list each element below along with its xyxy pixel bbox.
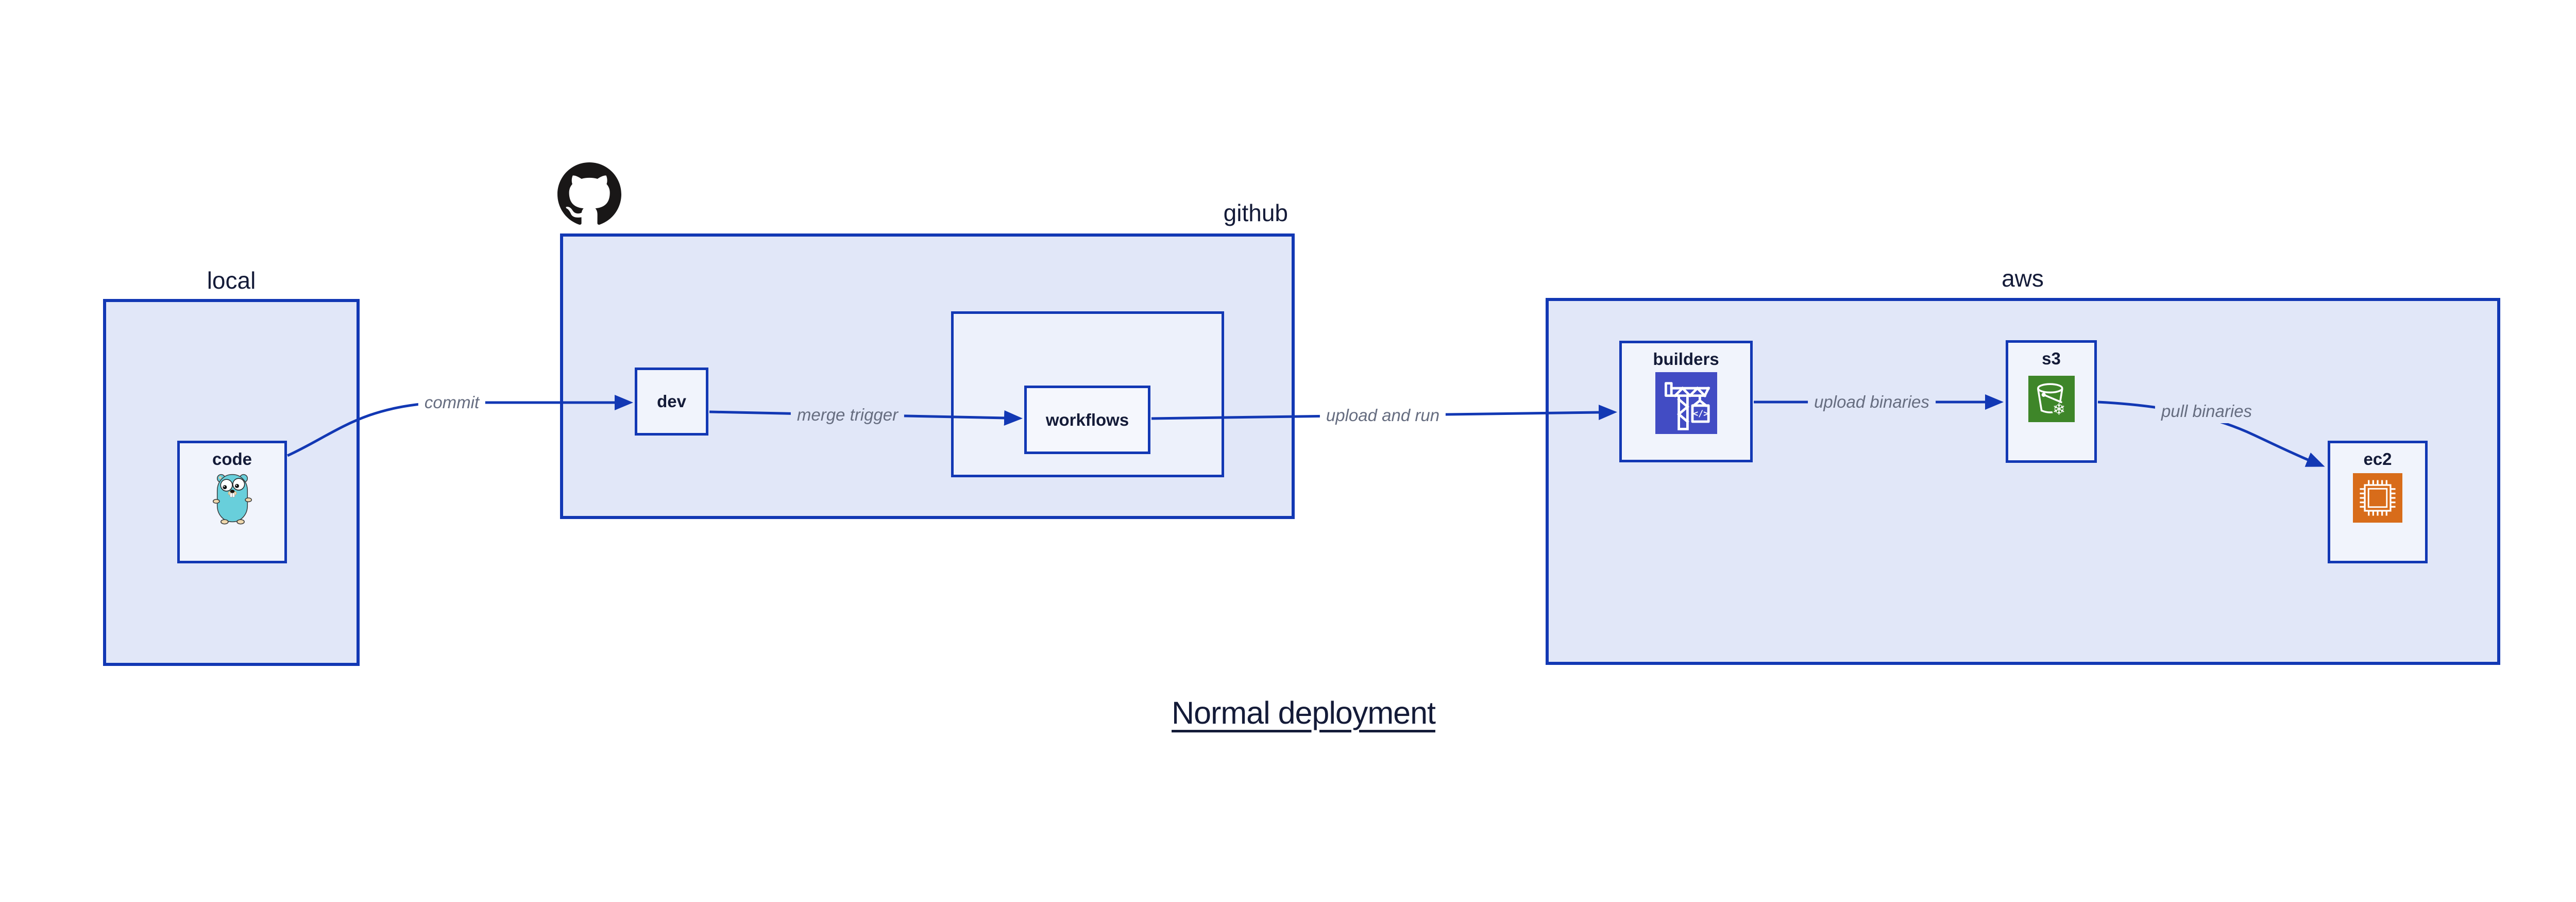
edge-label-commit: commit [418, 391, 486, 414]
edge-label-upload-and-run: upload and run [1319, 404, 1446, 427]
aws-group-label: aws [2002, 265, 2044, 292]
builders-node: builders </> [1619, 341, 1753, 462]
ec2-node-label: ec2 [2363, 449, 2392, 469]
dev-node: dev [635, 368, 708, 436]
edge-label-upload-binaries: upload binaries [1808, 390, 1936, 414]
diagram-title: Normal deployment [1172, 695, 1436, 730]
edge-label-merge-trigger: merge trigger [790, 403, 905, 427]
ec2-node: ec2 [2328, 441, 2428, 563]
github-group-label: github [1223, 199, 1288, 226]
code-node: code [177, 441, 287, 563]
builders-node-label: builders [1653, 349, 1719, 369]
aws-s3-glacier-bucket-icon: ❄ [2028, 376, 2075, 422]
dev-node-label: dev [657, 392, 686, 411]
s3-node-label: s3 [2042, 349, 2061, 368]
go-gopher-icon [212, 474, 252, 525]
github-octocat-logo [557, 162, 621, 225]
edge-label-pull-binaries: pull binaries [2155, 399, 2259, 423]
aws-codebuild-icon: </> [1655, 372, 1717, 434]
aws-ec2-chip-icon [2353, 473, 2402, 523]
s3-node: s3 ❄ [2006, 340, 2097, 463]
local-group-label: local [207, 267, 256, 294]
workflows-node-label: workflows [1045, 410, 1129, 429]
workflows-node: workflows [1024, 386, 1150, 454]
svg-text:</>: </> [1693, 408, 1708, 419]
code-node-label: code [212, 449, 252, 469]
svg-text:❄: ❄ [2052, 401, 2065, 419]
